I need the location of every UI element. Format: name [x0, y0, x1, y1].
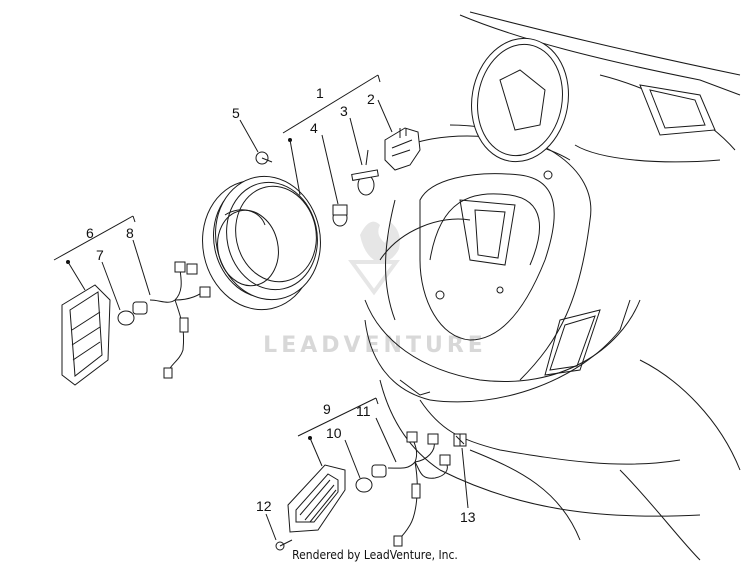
callout-1: 1: [316, 85, 324, 101]
part-8-wiring-left: [132, 239, 211, 379]
callout-10: 10: [326, 425, 342, 441]
callout-4: 4: [310, 120, 318, 136]
part-2-connector: [377, 99, 421, 171]
callout-labels: 1 2 3 4 5 6 7 8 9 10 11 12 13: [86, 85, 476, 525]
callout-6: 6: [86, 225, 94, 241]
part-6-turn-signal-left: [53, 215, 136, 386]
part-7-turn-bulb-left: [101, 261, 148, 326]
part-12-screw: [265, 513, 293, 551]
callout-5: 5: [232, 105, 240, 121]
watermark: LEADVENTURE: [263, 221, 487, 358]
part-10-turn-bulb-right: [344, 439, 387, 493]
callout-3: 3: [340, 103, 348, 119]
part-9-turn-signal-right: [287, 397, 379, 533]
watermark-text: LEADVENTURE: [263, 333, 487, 358]
callout-8: 8: [126, 225, 134, 241]
part-1-headlamp: [202, 74, 381, 311]
part-4-small-bulb: [321, 134, 348, 227]
callout-9: 9: [323, 401, 331, 417]
part-5-screw: [239, 119, 273, 165]
callout-13: 13: [460, 509, 476, 525]
part-3-bulb: [349, 117, 379, 196]
part-11-wiring-right: [375, 417, 451, 547]
scooter-front-body: [364, 11, 741, 561]
callout-2: 2: [367, 91, 375, 107]
callout-7: 7: [96, 247, 104, 263]
callout-11: 11: [356, 403, 371, 419]
callout-12: 12: [256, 498, 272, 514]
part-13-clip: [453, 433, 469, 509]
credit-text: Rendered by LeadVenture, Inc.: [292, 548, 458, 562]
